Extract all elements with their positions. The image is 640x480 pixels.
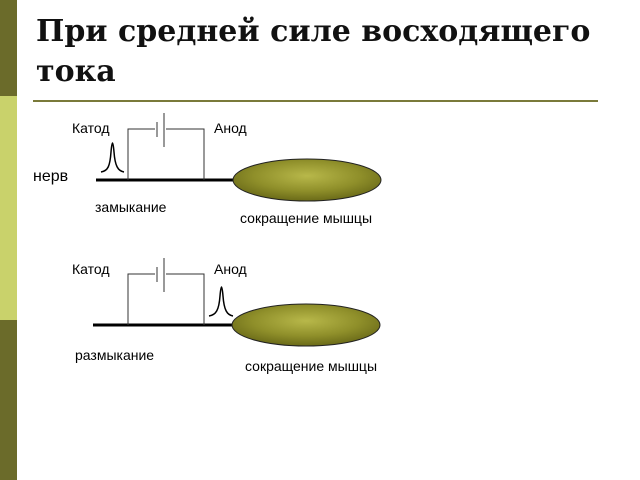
result-label: сокращение мышцы (240, 210, 373, 226)
anode-label: Анод (214, 261, 247, 277)
result-label: сокращение мышцы (245, 358, 378, 374)
circuit-wire-left (127, 128, 155, 180)
circuit-wire-right (166, 128, 205, 180)
circuit-wire-right (166, 273, 205, 325)
event-label: замыкание (95, 199, 167, 215)
cathode-label: Катод (72, 120, 110, 136)
action-potential-spike (208, 286, 234, 317)
diagram-bottom (93, 258, 381, 347)
sidebar-accent-middle (0, 96, 17, 320)
anode-label: Анод (214, 120, 247, 136)
title-underline (33, 100, 598, 102)
sidebar-accent-top (0, 0, 17, 96)
sidebar-accent-bottom (0, 320, 17, 480)
muscle-ellipse (232, 158, 382, 202)
slide-title: При средней силе восходящего тока (36, 14, 591, 89)
event-label: размыкание (75, 347, 155, 363)
circuit-wire-left (127, 273, 155, 325)
muscle-ellipse (231, 303, 381, 347)
nerve-label: нерв (33, 168, 69, 185)
cathode-label: Катод (72, 261, 110, 277)
action-potential-spike (100, 142, 125, 173)
diagram-top (96, 113, 382, 202)
